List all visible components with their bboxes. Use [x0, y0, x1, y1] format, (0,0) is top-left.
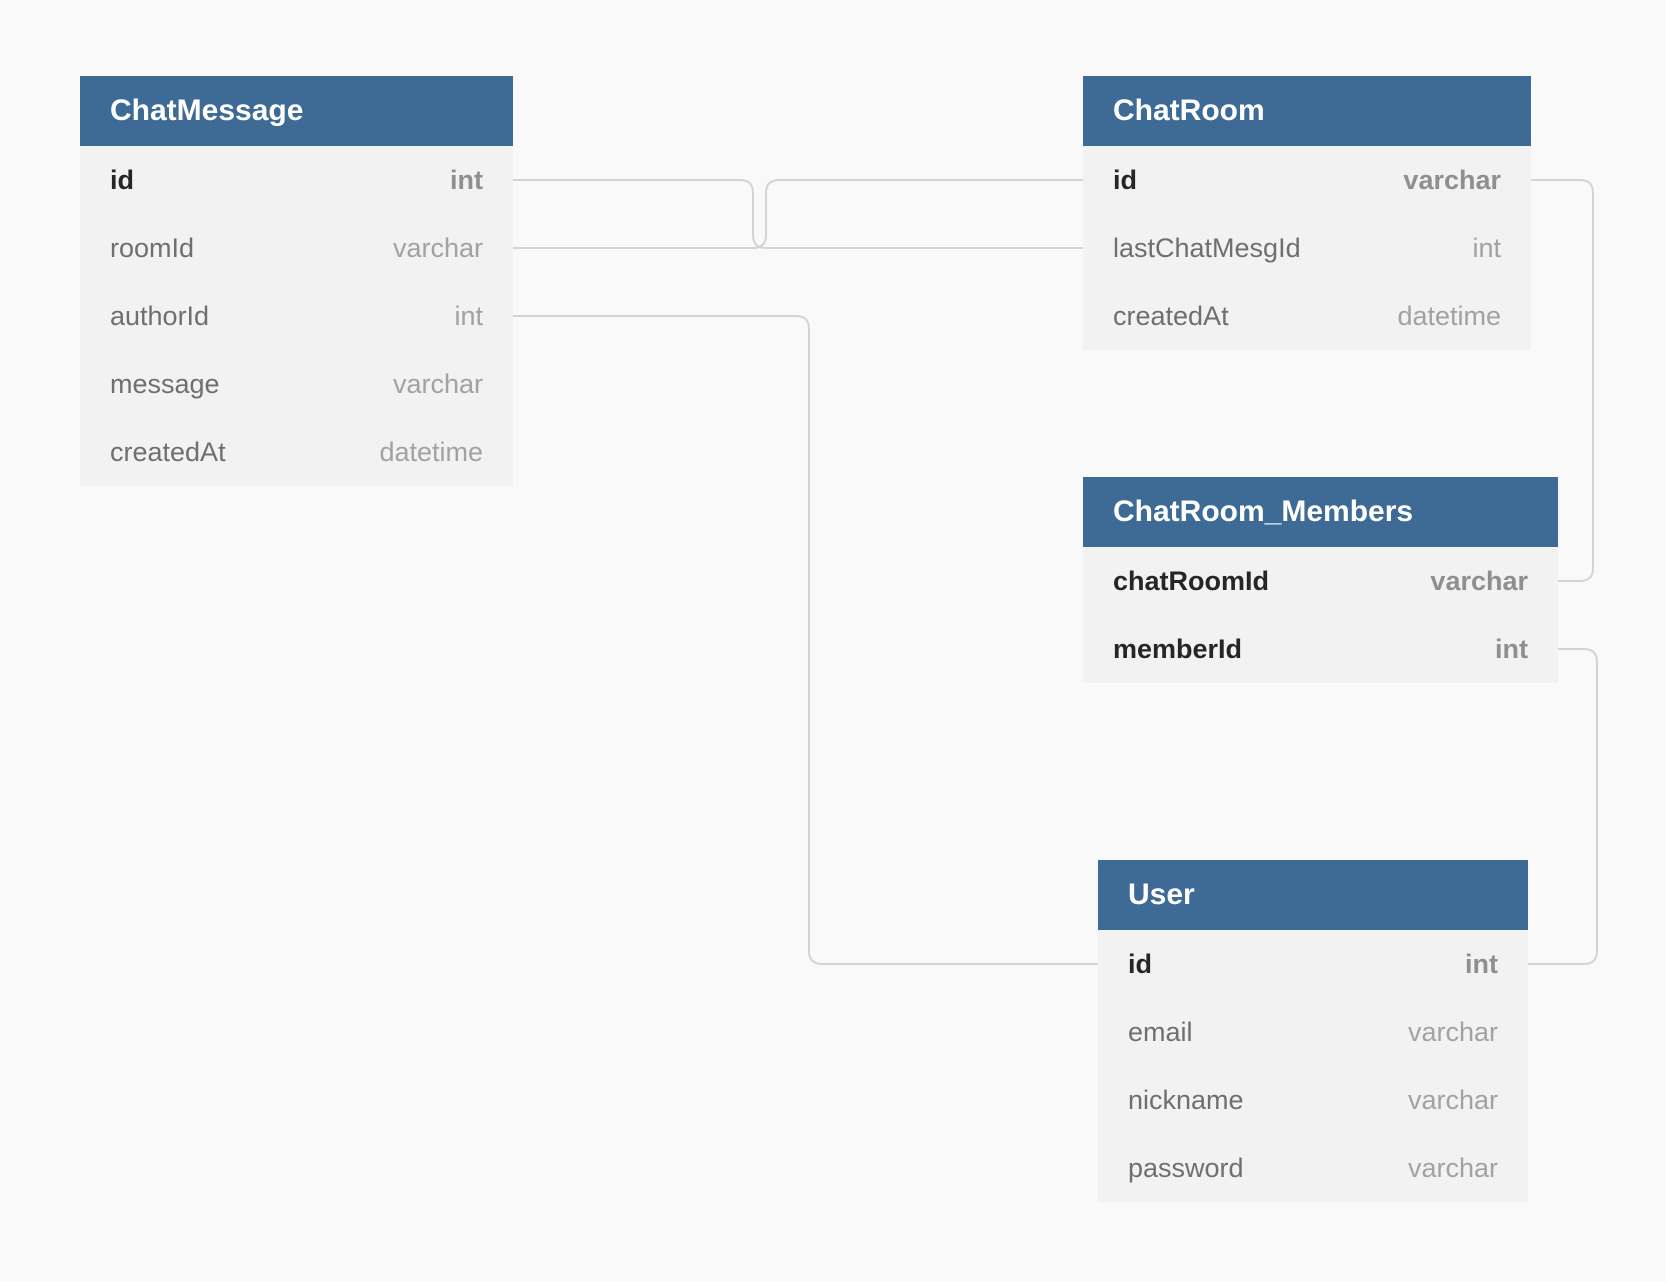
field-name: createdAt — [1113, 300, 1229, 331]
field-name: roomId — [110, 232, 195, 263]
field-row-chatmessage-message[interactable]: message varchar — [80, 350, 513, 418]
table-title: ChatRoom — [1113, 94, 1265, 127]
table-title: ChatRoom_Members — [1113, 495, 1414, 528]
field-type: datetime — [379, 436, 483, 467]
field-row-chatmessage-authorid[interactable]: authorId int — [80, 282, 513, 350]
field-name: id — [110, 164, 134, 195]
field-name: createdAt — [110, 436, 226, 467]
field-name: message — [110, 368, 220, 399]
relationship-chatmessage-id-chatroom-lastchatmesgid[interactable] — [513, 179, 1083, 249]
table-chatmessage[interactable]: ChatMessage id int roomId varchar authorId int… — [80, 76, 513, 486]
field-row-user-nickname[interactable]: nickname varchar — [1098, 1066, 1528, 1134]
table-header-user[interactable]: User — [1098, 860, 1528, 930]
field-name: id — [1128, 948, 1152, 979]
table-header-chatroom[interactable]: ChatRoom — [1083, 76, 1531, 146]
field-row-user-password[interactable]: password varchar — [1098, 1134, 1528, 1202]
field-row-chatmessage-id[interactable]: id int — [80, 146, 513, 214]
table-title: User — [1128, 878, 1195, 911]
field-name: password — [1128, 1152, 1244, 1183]
relationship-chatroom-id-chatroom_members-chatroomid[interactable] — [1531, 179, 1594, 582]
field-row-chatroom-createdat[interactable]: createdAt datetime — [1083, 282, 1531, 350]
table-header-chatroom-members[interactable]: ChatRoom_Members — [1083, 477, 1558, 547]
table-body: id varchar lastChatMesgId int createdAt datet… — [1083, 146, 1531, 350]
field-row-chatmessage-roomid[interactable]: roomId varchar — [80, 214, 513, 282]
field-row-chatroom-id[interactable]: id varchar — [1083, 146, 1531, 214]
field-type: int — [1465, 948, 1498, 979]
relationship-chatmessage-roomid-chatroom-id[interactable] — [513, 179, 1083, 249]
field-name: email — [1128, 1016, 1193, 1047]
field-type: varchar — [1430, 565, 1528, 596]
field-row-chatroom-lastchatmesgid[interactable]: lastChatMesgId int — [1083, 214, 1531, 282]
table-chatroom[interactable]: ChatRoom id varchar lastChatMesgId int create… — [1083, 76, 1531, 350]
relationship-chatroom_members-memberid-user-id[interactable] — [1528, 648, 1598, 965]
field-name: authorId — [110, 300, 210, 331]
field-type: varchar — [392, 232, 483, 263]
field-type: datetime — [1397, 300, 1501, 331]
field-name: nickname — [1128, 1084, 1244, 1115]
field-type: varchar — [392, 368, 483, 399]
field-type: varchar — [1407, 1084, 1498, 1115]
field-type: int — [450, 164, 483, 195]
table-chatroom-members[interactable]: ChatRoom_Members chatRoomId varchar memberI… — [1083, 477, 1558, 683]
field-type: varchar — [1407, 1152, 1498, 1183]
field-row-chatroom-members-memberid[interactable]: memberId int — [1083, 615, 1558, 683]
table-body: chatRoomId varchar memberId int — [1083, 547, 1558, 683]
field-row-user-id[interactable]: id int — [1098, 930, 1528, 998]
field-name: memberId — [1113, 633, 1243, 664]
field-name: id — [1113, 164, 1137, 195]
field-row-chatmessage-createdat[interactable]: createdAt datetime — [80, 418, 513, 486]
field-type: int — [454, 300, 483, 331]
field-type: int — [1495, 633, 1528, 664]
field-row-user-email[interactable]: email varchar — [1098, 998, 1528, 1066]
field-name: chatRoomId — [1113, 565, 1270, 596]
relationship-chatmessage-authorid-user-id[interactable] — [513, 315, 1098, 965]
field-name: lastChatMesgId — [1113, 232, 1301, 263]
field-row-chatroom-members-chatroomid[interactable]: chatRoomId varchar — [1083, 547, 1558, 615]
field-type: varchar — [1403, 164, 1501, 195]
table-header-chatmessage[interactable]: ChatMessage — [80, 76, 513, 146]
field-type: int — [1472, 232, 1501, 263]
table-title: ChatMessage — [110, 94, 304, 127]
table-body: id int roomId varchar authorId int message varc… — [80, 146, 513, 486]
field-type: varchar — [1407, 1016, 1498, 1047]
